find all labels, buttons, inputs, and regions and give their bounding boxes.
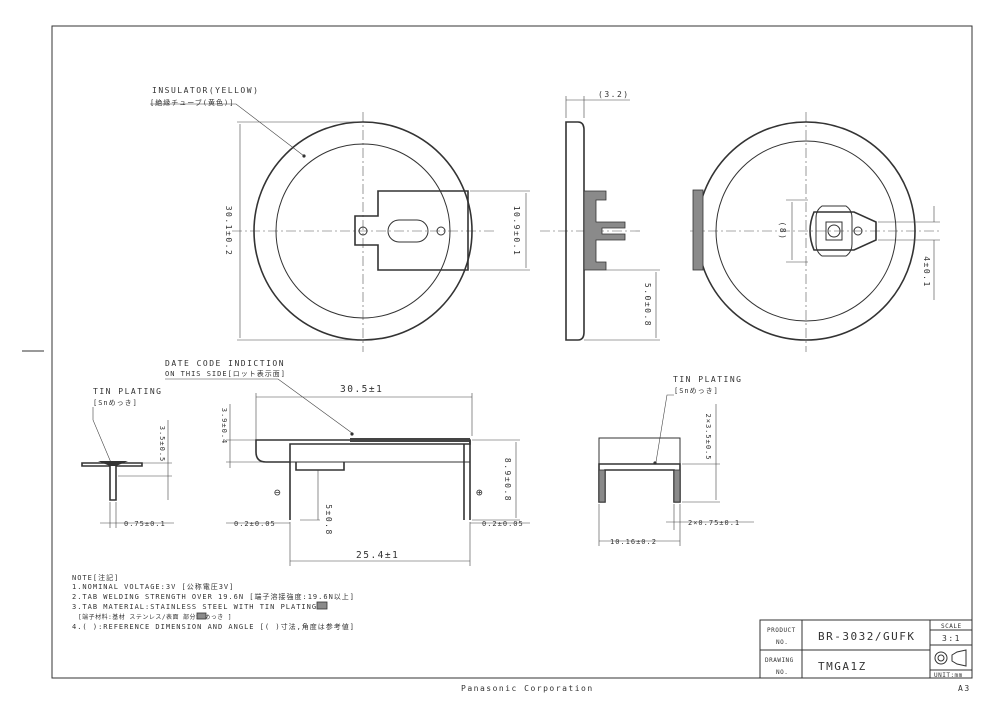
dim-8-9: 8.9±0.8 xyxy=(503,458,512,502)
scale-value: 3:1 xyxy=(942,634,961,643)
cross-section-view: DATE CODE INDICTION ON THIS SIDE[ロット表示面]… xyxy=(165,359,530,566)
insulator-label-jp: [絶縁チューブ(黄色)] xyxy=(150,98,234,107)
dim-3-5-left: 3.5±0.5 xyxy=(158,426,166,463)
date-code-label-1: DATE CODE INDICTION xyxy=(165,359,285,368)
product-no-label-2: NO. xyxy=(776,639,788,646)
note-3-jp: [端子材料:基材 ステンレス/表面 部分Snめっき ] xyxy=(78,613,232,621)
drawing-no-label-2: NO. xyxy=(776,669,788,676)
note-4: 4.( ):REFERENCE DIMENSION AND ANGLE [( )… xyxy=(72,622,355,631)
dim-2x3-5: 2×3.5±0.5 xyxy=(704,414,712,461)
dim-0-2-right: 0.2±0.05 xyxy=(482,520,524,528)
title-block: PRODUCT NO. BR-3032/GUFK DRAWING NO. TMG… xyxy=(759,619,973,679)
tin-plating-left-label: TIN PLATING xyxy=(93,387,162,396)
dim-5: 5±0.8 xyxy=(324,504,333,536)
drawing-no: TMGA1Z xyxy=(818,660,867,673)
dim-tab-width: 10.9±0.1 xyxy=(512,206,521,257)
terminal-detail-left: TIN PLATING [Snめっき] 3.5±0.5 0.75±0.1 xyxy=(81,387,174,528)
plus-symbol: ⊕ xyxy=(476,486,484,499)
back-view: (8) 4±0.1 xyxy=(690,112,940,352)
minus-symbol: ⊖ xyxy=(274,486,282,499)
front-view: INSULATOR(YELLOW) [絶縁チューブ(黄色)] 30.1±0.2 … xyxy=(150,86,530,352)
drawing-frame xyxy=(51,25,973,679)
notes-block: NOTE[注記] 1.NOMINAL VOLTAGE:3V [公称電圧3V] 2… xyxy=(72,573,355,631)
dim-d4: 4±0.1 xyxy=(922,256,931,288)
dim-0-2-left: 0.2±0.05 xyxy=(234,520,276,528)
insulator-label: INSULATOR(YELLOW) xyxy=(152,86,259,95)
dim-ref-8: (8) xyxy=(778,222,787,241)
dim-25-4: 25.4±1 xyxy=(356,550,399,561)
sheet-size: A3 xyxy=(958,684,971,693)
dim-thickness-ref: (3.2) xyxy=(598,90,630,99)
note-1: 1.NOMINAL VOLTAGE:3V [公称電圧3V] xyxy=(72,582,234,591)
notes-heading: NOTE[注記] xyxy=(72,573,119,582)
note-3-jp-hatch-swatch xyxy=(196,612,207,620)
dim-length: 30.5±1 xyxy=(340,384,383,395)
company-name: Panasonic Corporation xyxy=(461,684,594,693)
dim-0-75-left: 0.75±0.1 xyxy=(124,520,166,528)
tin-plating-left-label-jp: [Snめっき] xyxy=(93,399,138,407)
product-no-label-1: PRODUCT xyxy=(767,627,796,634)
dim-tab-height: 5.0±0.8 xyxy=(643,283,652,327)
side-view: (3.2) 5.0±0.8 xyxy=(540,90,660,341)
dim-3-9: 3.9±0.4 xyxy=(220,408,228,445)
unit-label: UNIT:mm xyxy=(934,672,963,679)
drawing-no-label-1: DRAWING xyxy=(765,657,794,664)
date-code-label-2: ON THIS SIDE[ロット表示面] xyxy=(165,369,286,378)
scale-label: SCALE xyxy=(941,623,962,630)
tin-plating-right-label-jp: [Snめっき] xyxy=(674,387,719,395)
tab-front-detail: TIN PLATING [Snめっき] 2×3.5±0.5 2×0.75±0.1… xyxy=(598,375,754,546)
dim-diameter: 30.1±0.2 xyxy=(224,206,233,257)
projection-symbol-icon xyxy=(934,649,967,667)
dim-10-16: 10.16±0.2 xyxy=(610,538,657,546)
dim-2x0-75: 2×0.75±0.1 xyxy=(688,519,740,527)
product-no: BR-3032/GUFK xyxy=(818,630,915,643)
note-3-hatch-swatch xyxy=(316,601,328,610)
tin-plating-right-label: TIN PLATING xyxy=(673,375,742,384)
note-3: 3.TAB MATERIAL:STAINLESS STEEL WITH TIN … xyxy=(72,603,317,611)
note-2: 2.TAB WELDING STRENGTH OVER 19.6N [端子溶接強… xyxy=(72,592,355,601)
